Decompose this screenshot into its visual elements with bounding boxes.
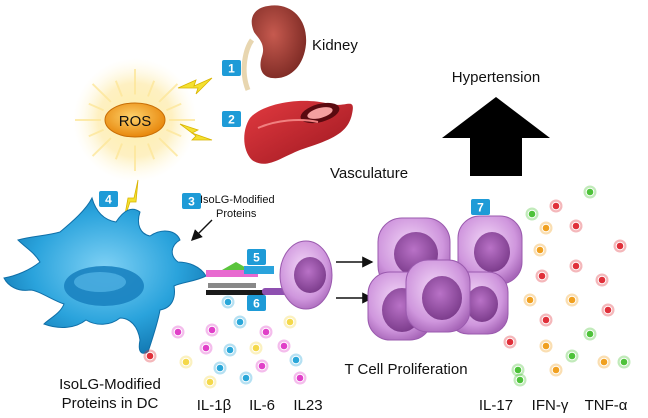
cytokine-dot: [223, 297, 233, 307]
cytokine-dot: [215, 363, 225, 373]
t-cell-cluster: [367, 215, 523, 341]
cytokine-dot: [567, 295, 577, 305]
cytokine-dot: [535, 245, 545, 255]
t-cell-single: [279, 240, 333, 310]
cytokine-dot: [541, 341, 551, 351]
hypertension-label: Hypertension: [452, 69, 540, 86]
cytokine-dot: [173, 327, 183, 337]
il23-label: IL23: [293, 397, 322, 414]
cytokine-dot: [279, 341, 289, 351]
cytokine-dot: [225, 345, 235, 355]
step-badge-4-label: 4: [105, 193, 112, 207]
cytokine-dot: [291, 355, 301, 365]
cytokine-dot: [207, 325, 217, 335]
il17-label: IL-17: [479, 397, 513, 414]
step-badge-5: [247, 249, 266, 265]
cytokine-dot: [241, 373, 251, 383]
cytokine-dot: [551, 201, 561, 211]
isolg-proteins-label-line1: IsoLG-Modified: [200, 194, 275, 206]
cytokine-dot: [181, 357, 191, 367]
cytokine-dot: [525, 295, 535, 305]
cytokine-dot: [251, 343, 261, 353]
step-badge-1-label: 1: [228, 62, 235, 76]
cytokine-dot: [585, 187, 595, 197]
step-badge-7: [471, 199, 490, 215]
kidney-label: Kidney: [312, 37, 358, 54]
il6-label: IL-6: [249, 397, 275, 414]
t-cell-proliferation-label: T Cell Proliferation: [344, 361, 467, 378]
step-badge-4: [99, 191, 118, 207]
il1b-label: IL-1β: [197, 397, 232, 414]
dendritic-cell: [3, 196, 207, 354]
cytokine-dot: [599, 357, 609, 367]
step-badge-3-label: 3: [188, 195, 195, 209]
cytokine-dot: [295, 373, 305, 383]
isolg-proteins-label-line2: Proteins: [216, 208, 257, 220]
cytokine-dot: [205, 377, 215, 387]
cytokine-dot: [571, 261, 581, 271]
cytokine-dot: [505, 337, 515, 347]
cytokine-dot: [597, 275, 607, 285]
vasculature-label: Vasculature: [330, 165, 408, 182]
step-badge-2: [222, 111, 241, 127]
cytokine-dot: [235, 317, 245, 327]
cytokine-dot: [285, 317, 295, 327]
cytokine-dot: [515, 375, 525, 385]
cytokine-dot: [551, 365, 561, 375]
cytokine-dot: [261, 327, 271, 337]
step-badge-2-label: 2: [228, 113, 235, 127]
cytokine-dot: [201, 343, 211, 353]
cytokine-dot: [585, 329, 595, 339]
cytokine-dot: [527, 209, 537, 219]
lightning-icon-2: [179, 123, 213, 141]
tnfa-label: TNF-α: [585, 397, 628, 414]
step-badge-3: [182, 193, 201, 209]
pointer-arrow-3: [191, 219, 213, 241]
cytokine-dot: [541, 315, 551, 325]
cytokine-dot: [257, 361, 267, 371]
cytokine-dot: [619, 357, 629, 367]
blood-vessel-icon: [244, 100, 353, 164]
cytokine-particles: [143, 185, 631, 389]
cytokine-dot: [567, 351, 577, 361]
dc-caption-line2: Proteins in DC: [62, 395, 159, 412]
step-badge-5-label: 5: [253, 251, 260, 265]
step-badge-7-label: 7: [477, 201, 484, 215]
cytokine-dot: [571, 221, 581, 231]
step-badge-6: [247, 295, 266, 311]
cytokine-dot: [537, 271, 547, 281]
ifng-label: IFN-γ: [532, 397, 569, 414]
kidney-icon: [241, 5, 307, 91]
cytokine-dot: [513, 365, 523, 375]
cytokine-dot: [603, 305, 613, 315]
step-badge-1: [222, 60, 241, 76]
up-arrow-icon: [442, 97, 550, 176]
dc-caption-line1: IsoLG-Modified: [59, 376, 161, 393]
ros-label: ROS: [119, 113, 152, 130]
cytokine-dot: [541, 223, 551, 233]
step-badge-6-label: 6: [253, 297, 260, 311]
cytokine-dot: [145, 351, 155, 361]
ros-source: [73, 58, 197, 182]
cytokine-dot: [615, 241, 625, 251]
lightning-icon-1: [177, 77, 213, 95]
receptor-complex: [206, 262, 292, 295]
